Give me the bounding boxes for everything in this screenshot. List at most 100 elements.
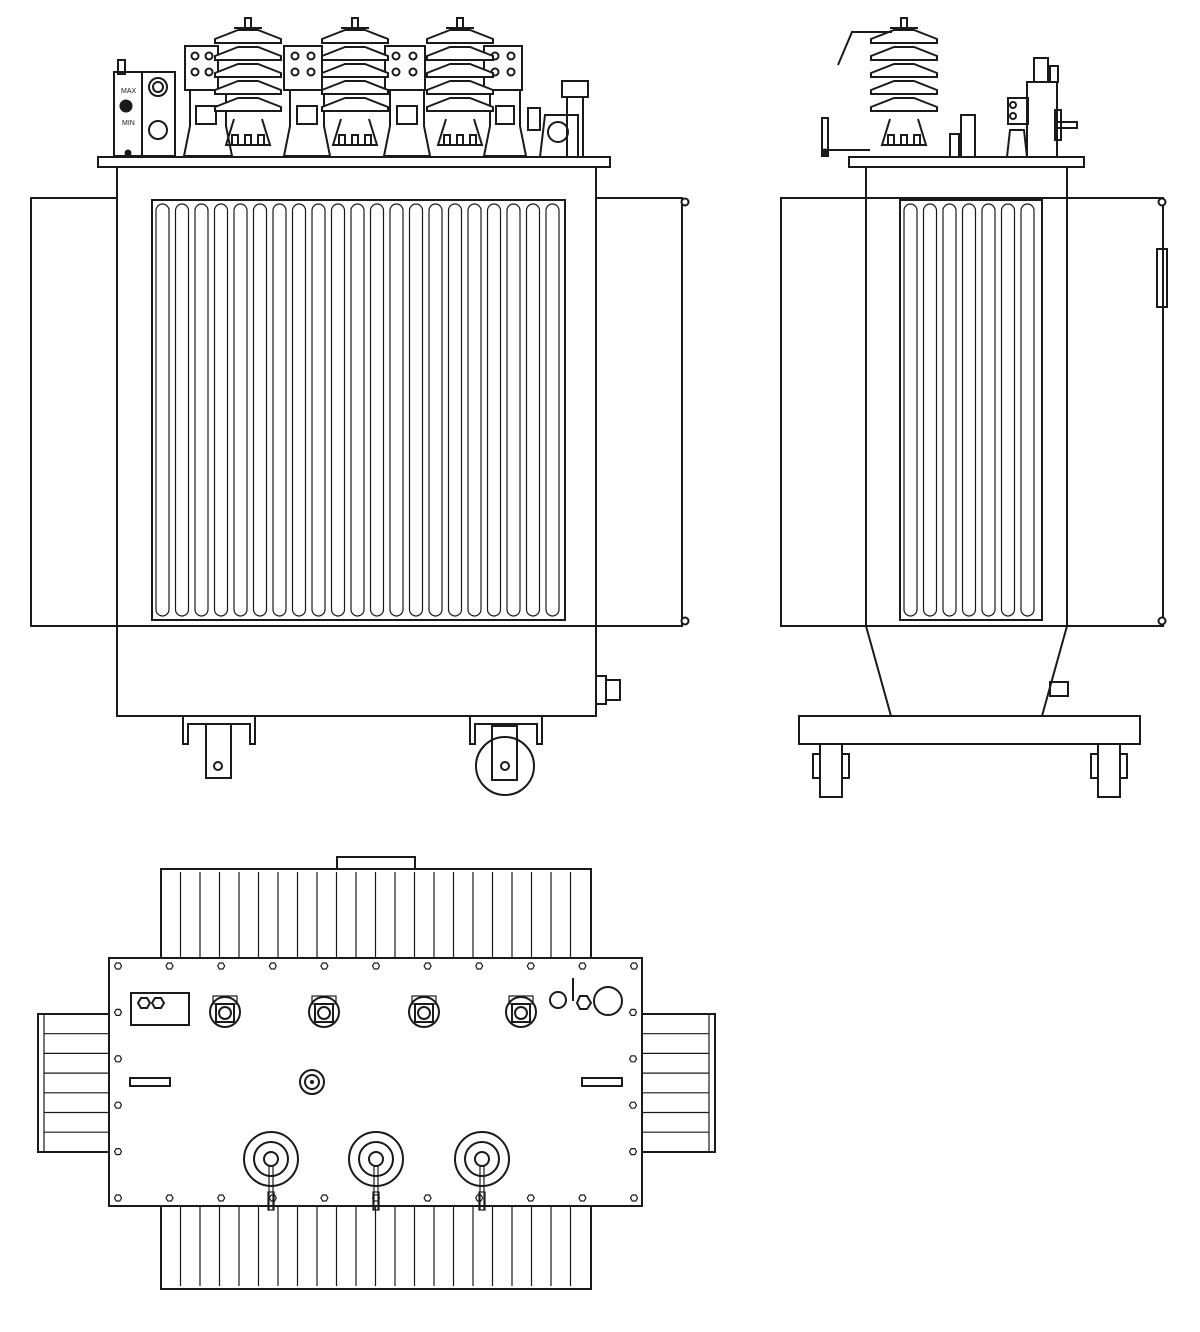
arcing-horn xyxy=(837,31,892,66)
bushing-skirt xyxy=(321,46,389,61)
top-hv-bushings xyxy=(243,1131,510,1211)
bushing-skirt xyxy=(870,97,938,112)
cooling-fin xyxy=(525,203,541,617)
cooling-fin xyxy=(213,203,229,617)
top-side-radiator-fins xyxy=(43,1014,710,1152)
cover-bolt xyxy=(526,1194,535,1202)
bushing-skirt xyxy=(426,63,494,78)
cooling-fin xyxy=(155,203,170,617)
cover-bolt xyxy=(578,962,587,970)
bushing-skirt xyxy=(214,29,282,44)
top-cover-plate xyxy=(108,957,643,1207)
cooling-fin xyxy=(981,203,996,617)
side-lifting-handle xyxy=(1156,248,1168,308)
side-radiator-block xyxy=(780,197,1164,627)
top-lv-bushings xyxy=(209,995,537,1028)
cooling-fin xyxy=(233,203,248,617)
side-cooling-fins xyxy=(903,203,1035,617)
front-tank-cover xyxy=(97,156,611,168)
bushing-nut xyxy=(364,134,372,146)
cover-bolt xyxy=(113,1008,123,1017)
cooling-fin xyxy=(252,203,268,617)
cover-bolt xyxy=(578,1194,587,1202)
bushing-skirt xyxy=(870,63,938,78)
lv-bushing-top xyxy=(308,996,340,1028)
bushing-skirt xyxy=(214,97,282,112)
breather xyxy=(527,80,589,158)
hv-bushing-top xyxy=(454,1131,510,1187)
bushing-nut xyxy=(231,134,239,146)
bushing-nut xyxy=(456,134,464,146)
front-wheel-bracket-right xyxy=(469,716,543,745)
bushing-skirt xyxy=(426,46,494,61)
front-wheel-left xyxy=(205,723,232,779)
bushing-skirt xyxy=(214,80,282,95)
cover-bolt xyxy=(628,1008,638,1017)
cover-bolt xyxy=(320,1194,329,1202)
bushing-nut xyxy=(338,134,346,146)
top-nameplate xyxy=(130,992,190,1026)
cooling-fin xyxy=(961,203,977,617)
oil-level-gauge: MAX MIN xyxy=(113,59,176,157)
cooling-fin xyxy=(1020,203,1035,617)
cooling-fin xyxy=(311,203,326,617)
cover-bolt xyxy=(113,1101,123,1109)
cover-bolt xyxy=(628,1101,638,1109)
bushing-skirt xyxy=(870,46,938,61)
top-slot-left xyxy=(129,1077,171,1087)
side-relief-device xyxy=(1006,57,1078,158)
cover-bolt xyxy=(217,1194,226,1202)
bushing-nut xyxy=(913,134,921,146)
side-hv-bushing xyxy=(870,17,938,146)
lv-bushing-top xyxy=(408,996,440,1028)
side-view xyxy=(780,17,1168,798)
side-tank-taper xyxy=(865,625,1068,717)
hv-bushings xyxy=(214,17,494,146)
front-radiator-plug-top xyxy=(680,197,690,207)
top-view xyxy=(37,856,716,1290)
cooling-fin xyxy=(428,203,443,617)
front-radiator-plug-bottom xyxy=(680,616,690,626)
bushing-skirt xyxy=(214,46,282,61)
bushing-skirt xyxy=(321,80,389,95)
bushing-nut xyxy=(257,134,265,146)
front-cooling-panel xyxy=(151,199,566,621)
bushing-skirt xyxy=(870,80,938,95)
bushing-skirt xyxy=(870,29,938,44)
bushing-stud xyxy=(900,17,908,29)
side-cooling-panel xyxy=(899,199,1043,621)
top-slot-right xyxy=(581,1077,623,1087)
oil-level-max-label: MAX xyxy=(121,88,137,95)
cover-bolt xyxy=(113,1194,123,1202)
cover-bolt xyxy=(475,962,484,970)
cover-bolt xyxy=(628,1147,638,1156)
cooling-fin xyxy=(330,203,346,617)
cover-bolt xyxy=(165,962,174,970)
cooling-fin xyxy=(194,203,209,617)
cooling-fin xyxy=(942,203,957,617)
cover-bolt xyxy=(113,1055,123,1063)
top-radiator-fins xyxy=(179,872,572,1286)
side-tank-cover xyxy=(848,156,1085,168)
side-tank-body xyxy=(865,166,1068,627)
bushing-stud xyxy=(456,17,464,29)
cooling-fin xyxy=(291,203,307,617)
top-radiator-right xyxy=(641,1013,716,1153)
cover-bolt xyxy=(217,962,226,970)
cooling-fin xyxy=(486,203,502,617)
cover-bolt xyxy=(629,1194,639,1202)
cooling-fin xyxy=(389,203,404,617)
bushing-skirt xyxy=(214,63,282,78)
cooling-fin xyxy=(408,203,424,617)
front-wheel-right xyxy=(475,736,535,796)
bushing-nut xyxy=(887,134,895,146)
top-lifting-lug xyxy=(336,856,416,870)
bushing-skirt xyxy=(426,80,494,95)
cover-bolt xyxy=(165,1194,174,1202)
cooling-fin xyxy=(467,203,482,617)
bushing-skirt xyxy=(426,29,494,44)
bushing-skirt xyxy=(321,29,389,44)
cooling-fin xyxy=(272,203,287,617)
cover-bolt xyxy=(320,962,329,970)
